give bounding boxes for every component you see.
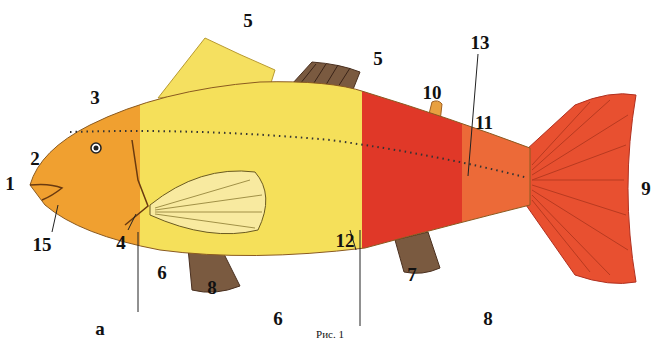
figure-caption: Рис. 1 xyxy=(316,329,344,340)
callout-number: 11 xyxy=(475,113,493,132)
callout-number: 1 xyxy=(5,174,15,193)
fish-body xyxy=(0,0,542,343)
callout-number: 4 xyxy=(116,233,126,252)
callout-number: 13 xyxy=(471,33,490,52)
callout-number: 2 xyxy=(30,149,40,168)
callout-number: 8 xyxy=(207,278,217,297)
callout-number: 3 xyxy=(90,88,100,107)
callout-number: 7 xyxy=(407,265,417,284)
callout-number: 8 xyxy=(483,309,493,328)
callout-number: 10 xyxy=(423,83,442,102)
callout-number: a xyxy=(95,319,105,338)
callout-number: 12 xyxy=(336,231,355,250)
caudal-fin xyxy=(526,94,636,284)
pectoral-fin xyxy=(150,171,266,234)
callout-number: 9 xyxy=(641,179,651,198)
callout-number: 5 xyxy=(243,11,253,30)
callout-number: 6 xyxy=(273,309,283,328)
callout-number: 15 xyxy=(33,235,52,254)
callout-number: 6 xyxy=(157,263,167,282)
callout-number: 5 xyxy=(373,49,383,68)
